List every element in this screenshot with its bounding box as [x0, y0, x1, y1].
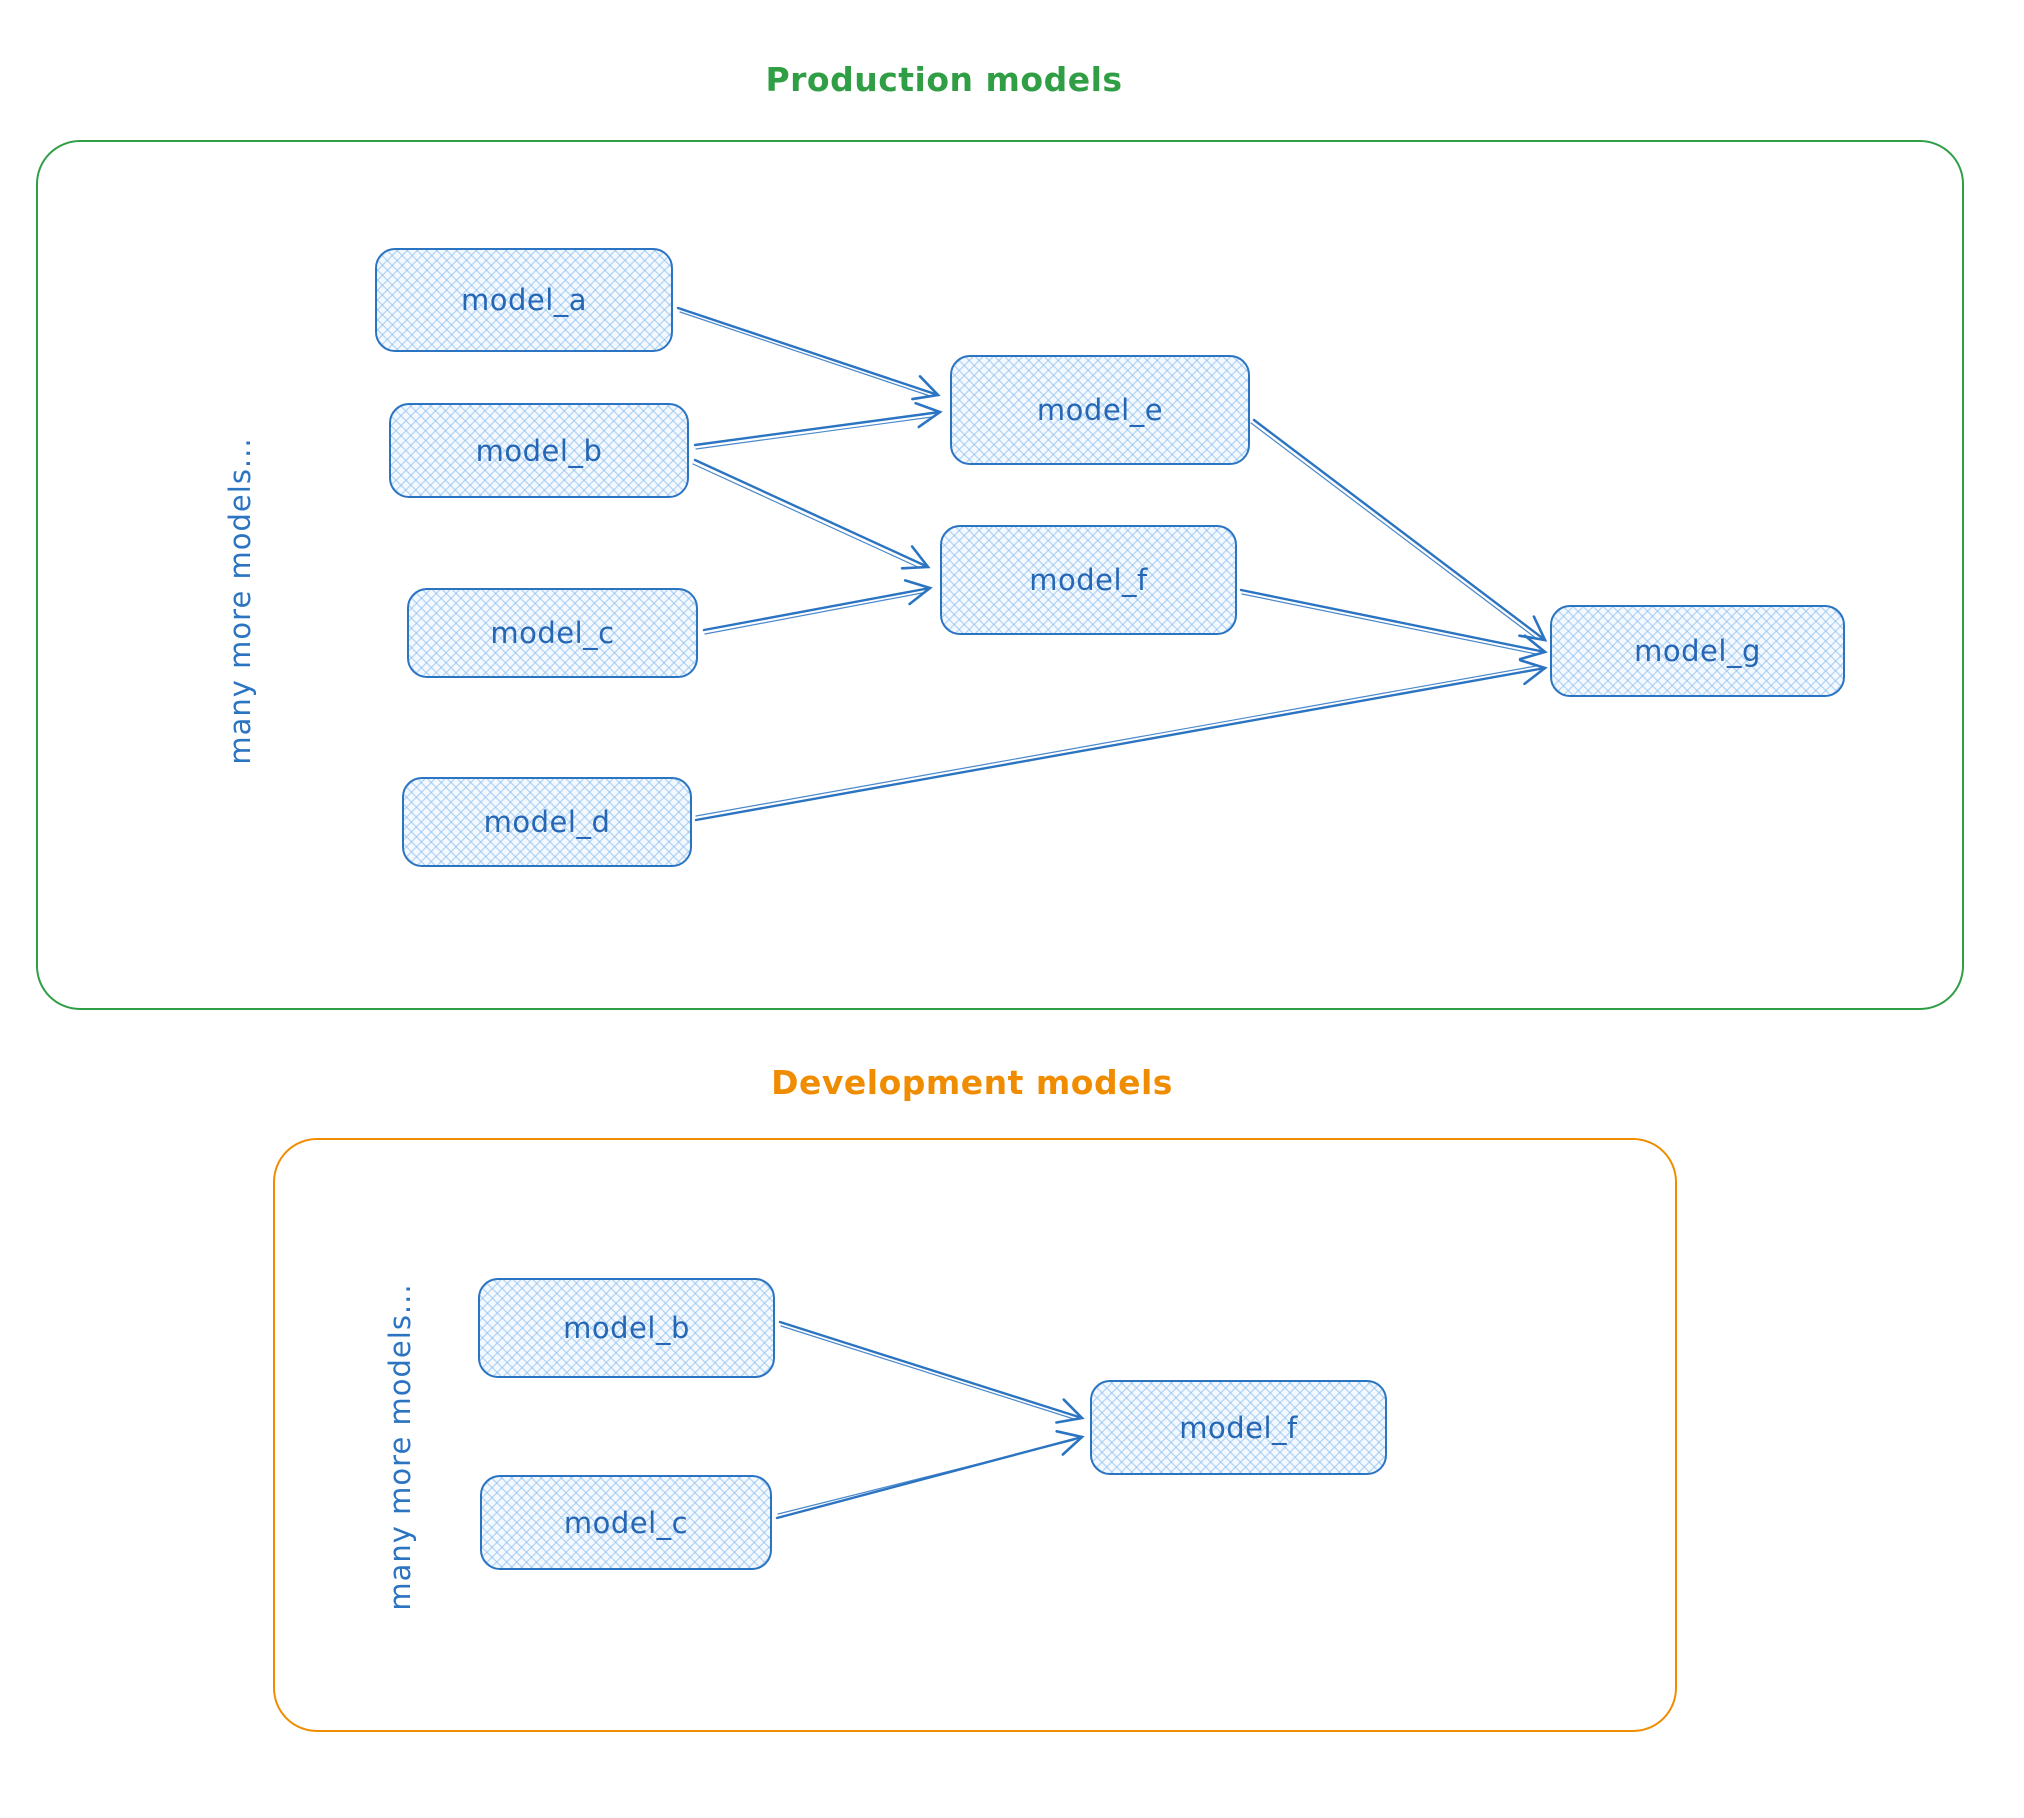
node-model_e: model_e	[950, 355, 1250, 465]
node-label: model_f	[1179, 1410, 1298, 1445]
node-label: model_a	[460, 283, 588, 317]
node-label: model_c	[563, 1505, 689, 1540]
node-model_d: model_d	[402, 777, 692, 867]
node-model_a: model_a	[375, 248, 673, 352]
node-label: model_e	[1036, 393, 1164, 427]
production-panel	[36, 140, 1964, 1010]
production-side-note: many more models...	[223, 437, 257, 765]
node-label: model_c	[490, 616, 615, 650]
node-dev-model_b: model_b	[478, 1278, 775, 1378]
development-side-note: many more models...	[383, 1283, 417, 1611]
node-model_b: model_b	[389, 403, 689, 498]
node-label: model_g	[1634, 634, 1761, 668]
development-panel	[273, 1138, 1677, 1732]
node-dev-model_f: model_f	[1090, 1380, 1387, 1475]
node-label: model_b	[563, 1311, 690, 1345]
node-label: model_f	[1029, 563, 1148, 597]
node-model_c: model_c	[407, 588, 698, 678]
development-title: Development models	[771, 1063, 1173, 1102]
node-label: model_d	[483, 805, 611, 839]
production-title: Production models	[765, 60, 1123, 99]
node-label: model_b	[475, 433, 603, 468]
node-dev-model_c: model_c	[480, 1475, 772, 1570]
node-model_g: model_g	[1550, 605, 1845, 697]
node-model_f: model_f	[940, 525, 1237, 635]
